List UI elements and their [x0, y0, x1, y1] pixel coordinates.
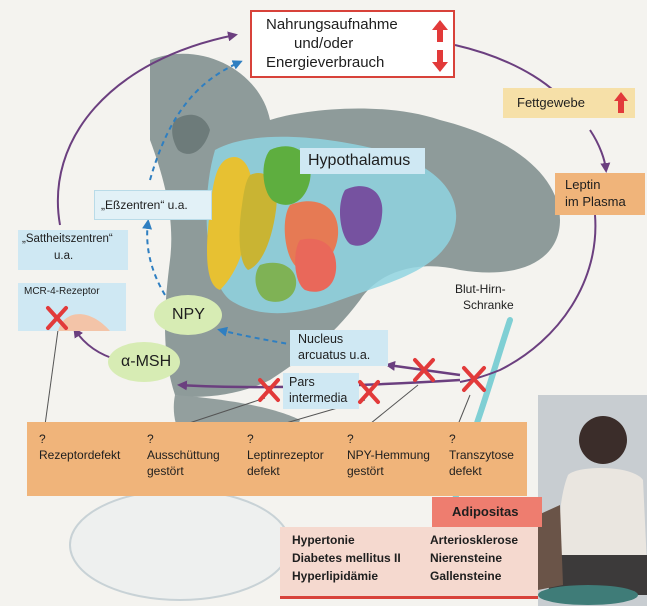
mcr4-label: MCR-4-Rezeptor — [24, 286, 100, 298]
consequence-item: Hypertonie — [292, 533, 355, 547]
consequence-item: Diabetes mellitus II — [292, 551, 401, 565]
intake-line1: Nahrungsaufnahme — [266, 16, 398, 34]
satiety-centers-box: „Sattheitszentren“ u.a. — [18, 230, 128, 270]
arrow-up-icon — [613, 92, 629, 114]
npy-ellipse: NPY — [154, 295, 222, 335]
consequence-item: Arteriosklerose — [430, 533, 518, 547]
pars-box: Pars intermedia — [283, 373, 359, 409]
leptin-line1: Leptin — [565, 177, 600, 193]
nucleus-line2: arcuatus u.a. — [298, 348, 370, 363]
defect-line1: Ausschüttung — [147, 448, 220, 462]
consequence-item: Nierensteine — [430, 551, 502, 565]
bbb-line2: Schranke — [463, 298, 514, 312]
adipositas-box: Adipositas — [432, 497, 542, 527]
consequences-box: Hypertonie Diabetes mellitus II Hyperlip… — [280, 527, 538, 599]
hypothalamus-label: Hypothalamus — [308, 151, 410, 170]
defect-line1: Transzytose — [449, 448, 514, 462]
defect-line2: defekt — [449, 464, 482, 478]
defect-question: ? — [347, 432, 354, 446]
msh-ellipse: α-MSH — [108, 342, 180, 382]
msh-label: α-MSH — [121, 352, 171, 371]
defect-question: ? — [449, 432, 456, 446]
arrow-nucleus-to-npy — [220, 330, 295, 345]
adipositas-label: Adipositas — [452, 504, 518, 520]
fettgewebe-label: Fettgewebe — [517, 95, 585, 111]
defect-line2: defekt — [247, 464, 280, 478]
leptin-box: Leptin im Plasma — [555, 173, 645, 215]
consequence-item: Hyperlipidämie — [292, 569, 378, 583]
arrow-npy-to-eating — [147, 222, 165, 295]
defect-question: ? — [247, 432, 254, 446]
hypothalamus-box: Hypothalamus — [300, 148, 425, 174]
eating-centers-label: „Eßzentren“ u.a. — [101, 198, 188, 212]
arrow-down-icon — [430, 50, 450, 74]
defect-line1: Leptinrezeptor — [247, 448, 324, 462]
defect-line1: NPY-Hemmung — [347, 448, 430, 462]
defect-question: ? — [147, 432, 154, 446]
mcr4-box: MCR-4-Rezeptor — [18, 283, 126, 331]
bbb-line1: Blut-Hirn- — [455, 282, 506, 296]
arrow-up-icon — [430, 20, 450, 44]
intake-line3: Energieverbrauch — [266, 54, 384, 72]
leptin-line2: im Plasma — [565, 194, 626, 210]
defects-band: ? Rezeptordefekt ? Ausschüttung gestört … — [27, 422, 527, 496]
defect-question: ? — [39, 432, 46, 446]
arrow-to-nucleus — [388, 365, 460, 375]
npy-label: NPY — [172, 305, 205, 324]
pars-line1: Pars — [289, 375, 315, 390]
nucleus-box: Nucleus arcuatus u.a. — [290, 330, 388, 366]
receptor-shape — [18, 301, 126, 331]
defect-line2: gestört — [347, 464, 384, 478]
consequence-item: Gallensteine — [430, 569, 501, 583]
satiety-line1: „Sattheitszentren“ — [22, 233, 113, 247]
arrow-eating-to-top — [150, 62, 240, 180]
defect-line2: gestört — [147, 464, 184, 478]
eating-centers-box: „Eßzentren“ u.a. — [94, 190, 212, 220]
connector-rezeptordefekt — [45, 330, 58, 425]
nucleus-line1: Nucleus — [298, 332, 343, 347]
pars-line2: intermedia — [289, 391, 347, 406]
satiety-line2: u.a. — [54, 250, 73, 264]
fettgewebe-box: Fettgewebe — [503, 88, 635, 118]
defect-line1: Rezeptordefekt — [39, 448, 120, 462]
intake-line2: und/oder — [294, 35, 353, 53]
arrow-to-leptin — [590, 130, 606, 170]
intake-box: Nahrungsaufnahme und/oder Energieverbrau… — [250, 10, 455, 78]
